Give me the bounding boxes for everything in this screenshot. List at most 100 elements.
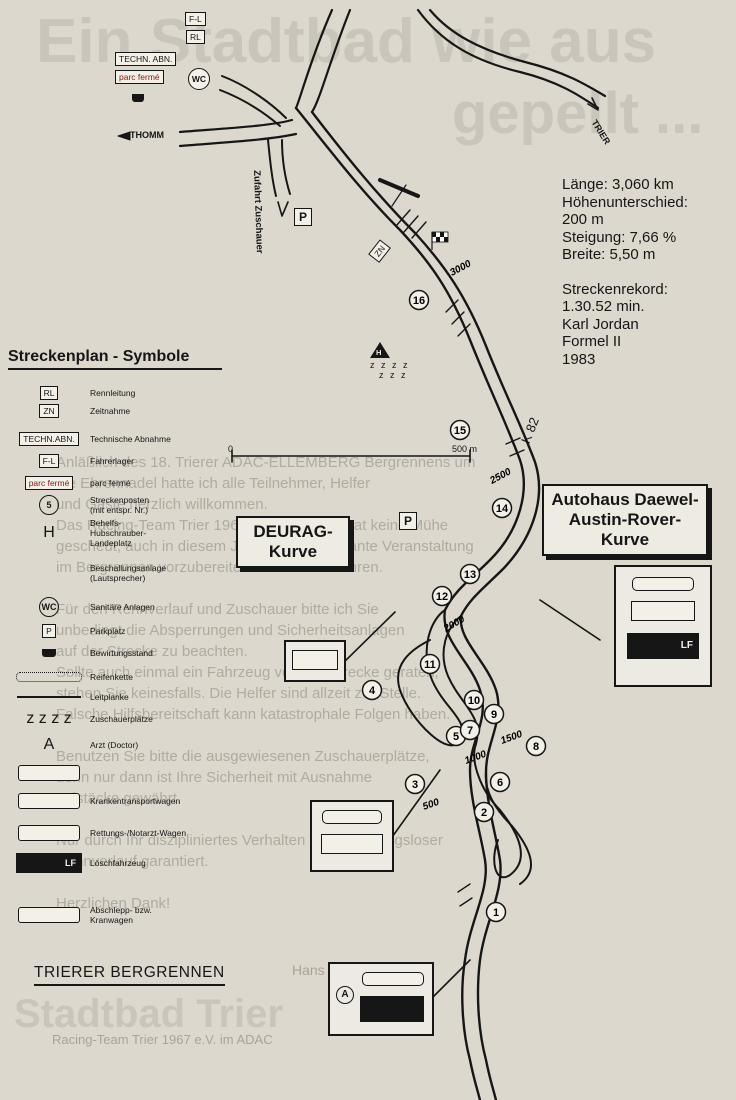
legend-underline	[8, 368, 222, 370]
legend-symbol-text	[18, 765, 80, 781]
legend-item: Beschallungsanlage (Lautsprecher)	[8, 562, 166, 584]
post-number: 15	[454, 425, 466, 437]
doctor-car-icon	[362, 972, 424, 986]
cup-icon	[132, 94, 144, 102]
post-marker: 12	[431, 585, 453, 607]
road-trier	[294, 8, 334, 110]
legend-label: Arzt (Doctor)	[90, 740, 139, 750]
legend-symbol: TECHN.ABN.	[8, 432, 90, 446]
post-marker: 7	[459, 719, 481, 741]
parking-sign-2: P	[399, 512, 417, 530]
legend-symbol	[8, 793, 90, 809]
legend-symbol-text: 5	[39, 495, 59, 515]
legend-symbol: RL	[8, 386, 90, 400]
road-zufahrt	[267, 139, 277, 197]
scale-end: 500 m	[452, 444, 478, 454]
police-car-icon	[632, 577, 694, 591]
legend-label: Beschallungsanlage (Lautsprecher)	[90, 563, 167, 583]
post-marker: 1	[485, 901, 507, 923]
course-main-b	[310, 110, 541, 1100]
post-marker: 8	[525, 735, 547, 757]
post-number: 7	[467, 725, 473, 737]
road-trier-east	[416, 8, 600, 110]
post-number: 8	[533, 741, 539, 753]
post-number: 4	[369, 685, 376, 697]
background-body-line: Herzlichen Dank!	[56, 895, 171, 912]
tag-parc-ferme: parc fermé	[115, 70, 164, 84]
doctor-icon: A	[336, 986, 354, 1004]
legend-symbol-text	[42, 649, 56, 657]
legend-symbol: WC	[8, 597, 90, 617]
legend-label: Zuschauerplätze	[90, 714, 153, 724]
finish-flag-icon	[431, 231, 449, 250]
legend-item: Leitplanke	[8, 686, 129, 708]
info-line	[562, 264, 688, 281]
background-body-line: die Ehrennadel hatte ich alle Teilnehmer…	[56, 475, 371, 492]
info-line: Höhenunterschied:	[562, 193, 688, 211]
legend-item: F-L Fahrerlager	[8, 450, 134, 472]
legend-item: Abschlepp- bzw. Kranwagen	[8, 904, 152, 926]
background-body-line: Anläßlich des 18. Trierer ADAC-ELLEMBERG…	[56, 454, 476, 471]
background-body-line: stehen Sie keinesfalls. Die Helfer sind …	[56, 685, 422, 702]
rescue-van-icon	[360, 996, 424, 1022]
legend-item: Reifenkette	[8, 666, 133, 688]
background-signature-role: Racing-Team Trier 1967 e.V. im ADAC	[52, 1032, 273, 1047]
legend-label: Fahrerlager	[90, 456, 134, 466]
footer-title: TRIERER BERGRENNEN	[34, 964, 225, 986]
background-body-line: Für den Rennverlauf und Zuschauer bitte …	[56, 601, 379, 618]
legend-label: parc fermé	[90, 478, 131, 488]
legend-symbol-text	[18, 793, 80, 809]
legend-label: Rennleitung	[90, 388, 136, 398]
legend-label: Löschfahrzeug	[90, 858, 146, 868]
legend-label: Behelfs- Hubschrauber- Landeplatz	[90, 518, 147, 548]
post-number: 6	[497, 777, 503, 789]
legend-title: Streckenplan - Symbole	[8, 348, 190, 365]
background-body-line: und Gäste herzlich willkommen.	[56, 496, 268, 513]
legend-symbol-text	[18, 825, 80, 841]
legend-symbol: parc fermé	[8, 476, 90, 490]
legend-symbol: P	[8, 624, 90, 638]
background-logo: Stadtbad Trier	[14, 992, 283, 1036]
legend-label: Abschlepp- bzw. Kranwagen	[90, 905, 152, 925]
post-number: 16	[413, 295, 425, 307]
legend-symbol-text: A	[43, 736, 55, 753]
legend-symbol-text: parc fermé	[24, 476, 74, 490]
info-line: Steigung: 7,66 %	[562, 228, 677, 246]
vehicle-panel-left	[284, 640, 346, 682]
info-line: Formel II	[562, 333, 622, 350]
info-line: Länge: 3,060 km	[562, 176, 674, 193]
legend-symbol	[8, 765, 90, 781]
legend-label: Leitplanke	[90, 692, 129, 702]
background-body-line: Falsche Hilfsbereitschaft kann katastrop…	[56, 706, 451, 723]
legend-item: Rettungs-/Notarzt-Wagen	[8, 822, 186, 844]
heli-label: H	[376, 348, 382, 357]
tag-rennleitung: RL	[186, 30, 205, 44]
post-marker: 15	[449, 419, 471, 441]
post-number: 2	[481, 807, 487, 819]
legend-symbol: F-L	[8, 454, 90, 468]
info-line: 1983	[562, 350, 596, 368]
legend-label: Streckenposten (mit entspr. Nr.)	[90, 495, 150, 515]
background-body-line: tutistäcke gewährt.	[56, 790, 182, 807]
legend-label: Rettungs-/Notarzt-Wagen	[90, 828, 187, 838]
post-marker: 2	[473, 801, 495, 823]
heli-icon	[370, 342, 390, 358]
legend-symbol: 5	[8, 495, 90, 515]
distance-mark: 2500	[487, 466, 513, 487]
parking-sign: P	[294, 208, 312, 226]
legend-symbol	[8, 825, 90, 841]
distance-mark: 3000	[448, 258, 473, 278]
road-thomm	[178, 118, 294, 134]
legend-item: TECHN.ABN.Technische Abnahme	[8, 428, 171, 450]
legend-symbol-text: ZN	[39, 404, 59, 418]
legend-symbol-text: F-L	[38, 454, 60, 468]
legend-symbol-text	[16, 672, 82, 682]
legend-label: Bewirtungsstand	[90, 648, 153, 658]
vehicle-panel-middle	[310, 800, 394, 872]
post-marker: 11	[419, 653, 441, 675]
post-marker: 10	[463, 689, 485, 711]
